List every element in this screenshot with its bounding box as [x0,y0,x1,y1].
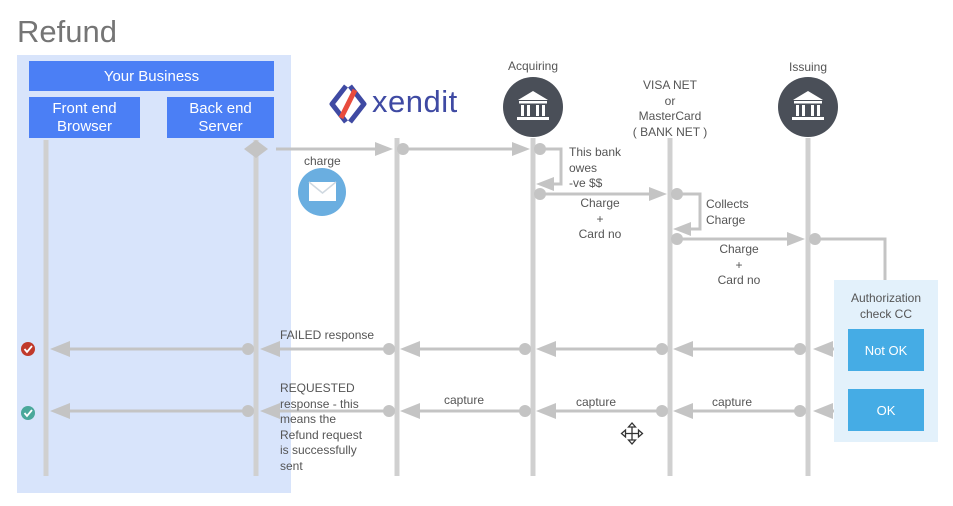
not-ok-box: Not OK [848,329,924,371]
issuing-label: Issuing [788,60,828,74]
charge-card-label-1: Charge + Card no [578,196,622,241]
xendit-logo-icon [329,84,367,124]
collects-charge-label: Collects Charge [706,197,749,227]
charge-label: charge [304,154,341,168]
arrow-bank-owes-loop [540,147,563,186]
charge-start-diamond [244,140,268,158]
arrow-to-authorization [815,237,887,280]
charge-card-label-2: Charge + Card no [717,242,761,287]
arrow-collects-charge-loop [677,192,702,231]
authorization-title: Authorization check CC [850,291,922,321]
bank-owes-label: This bank owes -ve $$ [569,145,622,190]
bank-icon [778,77,838,137]
success-check-icon [21,406,35,420]
ok-box: OK [848,389,924,431]
acquiring-label: Acquiring [507,59,559,73]
bank-icon [503,77,563,137]
page-title: Refund [17,14,117,49]
capture-label-3: capture [712,395,753,409]
capture-label-2: capture [576,395,617,409]
xendit-logo-text: xendit [372,84,458,119]
back-end-server-box: Back end Server [167,97,274,138]
your-business-header: Your Business [29,61,274,91]
requested-response-label: REQUESTED response - this means the Refu… [280,381,363,473]
move-cursor-icon [620,422,644,445]
network-label: VISA NET or MasterCard ( BANK NET ) [632,78,708,139]
failed-check-icon [21,342,35,356]
failed-response-label: FAILED response [280,328,375,342]
capture-label-1: capture [444,393,485,407]
front-end-browser-box: Front end Browser [29,97,140,138]
envelope-icon [298,168,346,216]
